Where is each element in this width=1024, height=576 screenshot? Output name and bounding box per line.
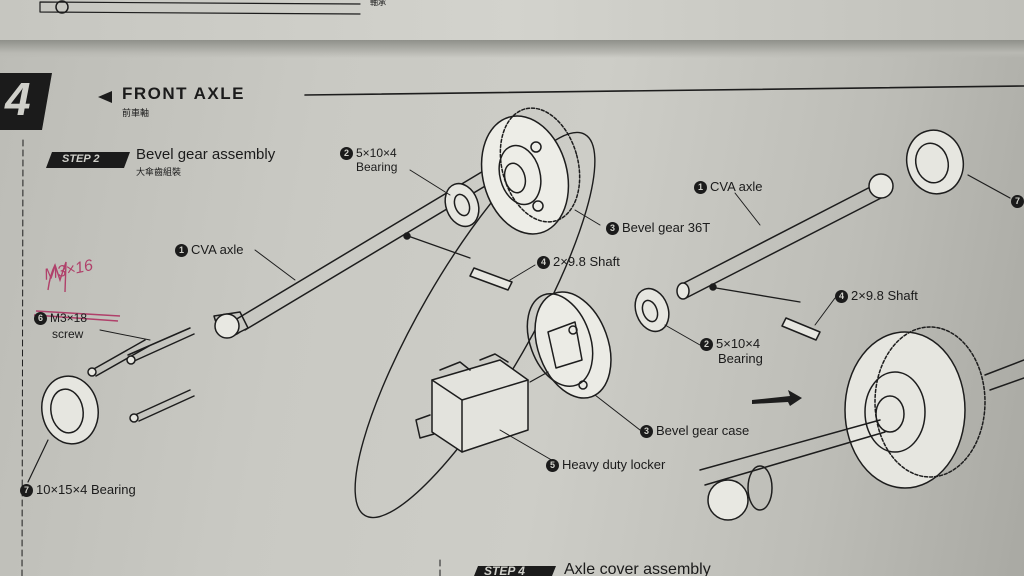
header-rule: [304, 85, 1024, 96]
leader-shaft-right: [814, 297, 836, 326]
outer-bearing-left-leader: [27, 439, 49, 483]
left-axle-ball: [214, 313, 240, 339]
callout-number: 7: [20, 484, 33, 497]
outer-bearing-left: [41, 375, 99, 445]
part-label: 5×10×4: [356, 146, 397, 160]
top-remnant-text: 軸承: [370, 0, 386, 7]
leader-bearing-right: [664, 324, 701, 346]
outer-bearing-leader: [967, 174, 1011, 199]
step4-title: Axle cover assembly: [564, 561, 711, 576]
part-label: 5×10×4: [716, 336, 761, 351]
right-pin-arrow: [715, 287, 801, 303]
part-label: 2×9.8 Shaft: [553, 254, 620, 269]
assembly-arrow: [752, 390, 802, 406]
left-bearing: [444, 182, 480, 228]
part-label: Bearing: [718, 351, 763, 366]
outer-bearing-right: [905, 129, 965, 195]
section-number: 4: [5, 73, 31, 125]
step2-badge-bg: [46, 152, 130, 168]
callout-number: 7: [1011, 195, 1024, 208]
label-edge-marker: 7: [1011, 193, 1024, 208]
part-label: M3×18: [50, 311, 88, 325]
callout-number: 3: [606, 222, 619, 235]
title-arrow: [98, 91, 112, 103]
locker-arrow: [529, 371, 549, 383]
left-axle: [234, 157, 513, 331]
part-label: screw: [52, 327, 84, 341]
margin-line: [21, 139, 24, 576]
callout-number: 1: [694, 181, 707, 194]
step2-badge: STEP 2: [62, 153, 100, 165]
callout-number: 1: [175, 244, 188, 257]
callout-number: 6: [34, 312, 47, 325]
axle-pin-hole: [403, 232, 411, 240]
callout-number: 4: [835, 290, 848, 303]
section-number-block: [0, 73, 52, 130]
right-axle: [679, 181, 888, 299]
small-shaft-left: [469, 267, 513, 291]
small-shaft-right: [781, 317, 821, 341]
callout-number: 3: [640, 425, 653, 438]
callout-number: 2: [700, 338, 713, 351]
leader-bearing-top: [409, 169, 451, 196]
part-label: Bearing: [356, 160, 398, 174]
section-title: FRONT AXLE: [122, 84, 245, 103]
leader-locker: [499, 429, 556, 463]
leader-cva-right: [734, 192, 761, 226]
leader-screw: [99, 329, 151, 341]
heavy-duty-locker: [415, 353, 529, 453]
bevel-gear-upper: [480, 107, 581, 235]
leader-shaft-left: [509, 264, 536, 281]
step2-title: Bevel gear assembly: [136, 146, 276, 163]
part-label: 10×15×4 Bearing: [36, 482, 136, 497]
step4-badge: STEP 4: [484, 564, 525, 576]
leader-case: [594, 394, 641, 431]
right-axle-ball: [868, 173, 894, 199]
part-label: Bevel gear case: [656, 423, 750, 438]
part-label: CVA axle: [191, 242, 244, 257]
leader-cva-left: [254, 249, 296, 281]
right-axle-pin-hole: [709, 283, 717, 291]
leader-gear36: [574, 209, 601, 226]
axle-pin-arrow: [407, 235, 471, 259]
part-label: Heavy duty locker: [562, 457, 666, 472]
callout-number: 5: [546, 459, 559, 472]
step2-subtitle: 大傘齒組裝: [136, 167, 182, 177]
part-label: 2×9.8 Shaft: [851, 288, 918, 303]
callout-number: 4: [537, 256, 550, 269]
callout-number: 2: [340, 147, 353, 160]
bevel-gear-case: [526, 291, 612, 399]
page-fold-shadow: [0, 40, 1024, 58]
screws: [87, 327, 195, 423]
zoom-oval: [354, 131, 596, 519]
part-label: CVA axle: [710, 179, 763, 194]
right-bearing: [634, 287, 670, 333]
assembled-gear: [699, 326, 1024, 521]
step4-badge-bg: [474, 566, 556, 576]
handwritten-correction: [33, 261, 121, 322]
section-subtitle: 前車軸: [122, 108, 150, 118]
top-remnant-part: [55, 0, 69, 14]
part-label: Bevel gear 36T: [622, 220, 711, 235]
top-remnant-shaft: [39, 1, 361, 15]
